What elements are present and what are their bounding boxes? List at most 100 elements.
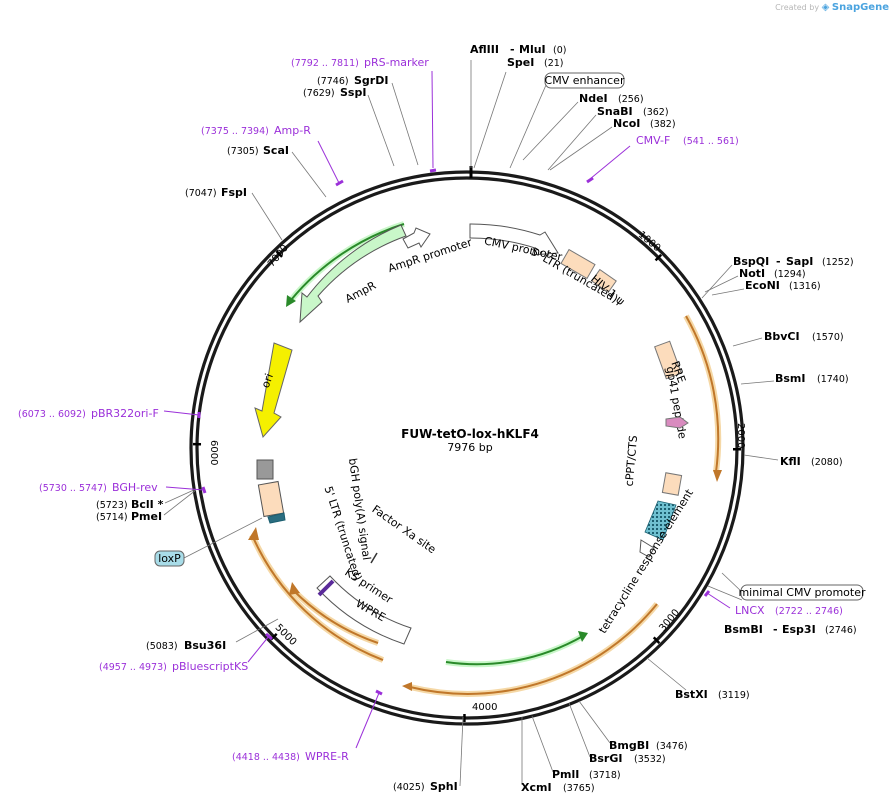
minimal-cmv-tag [740,584,864,601]
site-bsmBI: BsmBI [724,623,763,636]
site-bsrGI-pos: (3532) [634,754,666,765]
orange-arc-right-head [713,470,722,482]
site-xcmI-pos: (3765) [563,783,595,794]
primer-amp-r-range: (7375 .. 7394) [201,126,269,137]
tick-3000: 3000 [657,607,682,634]
primer-lncx: LNCX [735,604,765,617]
factor-xa-label: Factor Xa site [370,503,439,557]
site-kflI: KflI [780,455,801,468]
ampr-promoter-arrow [402,227,431,249]
orange-arc-bottom-head [402,682,412,691]
orange-arc-left-outer [251,534,384,661]
tick-4000: 4000 [472,702,497,713]
snapgene-credit: Created by ◈ SnapGene [775,2,889,13]
tick-mark-7 [275,250,283,258]
site-bmgBI-pos: (3476) [656,741,688,752]
ks-primer-marker [317,579,335,597]
wpre-box [316,575,412,645]
ori-arrow [254,342,293,439]
cppt-box [661,472,683,496]
tick-6000: 6000 [208,440,219,465]
orange-arc-bottom [409,603,658,695]
primer-bgh-rev-range: (5730 .. 5747) [39,483,107,494]
primer-lncx-range: (2722 .. 2746) [775,606,843,617]
ltr5-top-box [560,248,596,280]
primer-prs-marker-range: (7792 .. 7811) [291,58,359,69]
site-ndeI-pos: (256) [618,94,644,105]
site-pmeI-pos: (5714) [96,512,128,523]
site-bsmI-pos: (1740) [817,374,849,385]
tick-mark-3 [652,636,661,644]
site-snaBI: SnaBI [597,105,633,118]
primer-cmv-f: CMV-F [636,134,670,147]
site-pmlI: PmlI [552,768,579,781]
site-bsrGI: BsrGI [589,752,622,765]
site-leader-lines [163,60,779,787]
orange-arc-left-inner [293,590,379,644]
rre-box [654,340,682,380]
primer-prs-marker: pRS-marker [364,56,429,69]
primer-leader-lines [163,70,731,749]
site-aflIII-pos: (0) [553,45,566,56]
site-sapI: SapI [786,255,813,268]
loxp-label: loxP [158,552,181,565]
plasmid-name: FUW-tetO-lox-hKLF4 [401,427,539,441]
credit-brand: SnapGene [831,2,889,13]
tre-block [644,500,677,541]
site-ecoNI-pos: (1316) [789,281,821,292]
site-bstXI: BstXI [675,688,708,701]
site-speI-pos: (21) [544,58,564,69]
primer-pbluescriptks: pBluescriptKS [172,660,248,673]
site-sphI-pos: (4025) [393,782,425,793]
cmv-promoter-arrow [469,223,559,256]
ori-label: ori [259,372,276,390]
site-bstXI-pos: (3119) [718,690,750,701]
plasmid-length: 7976 bp [447,441,492,454]
site-bclI: BclI * [131,498,164,511]
backbone-outer-ring [189,170,745,726]
site-bspQI: BspQI [733,255,769,268]
site-sgrDI-pos: (7746) [317,76,349,87]
orange-arc-left-outer-head [248,527,259,540]
orange-arc-right [685,315,720,473]
green-arc-top-head [286,295,296,307]
minimal-cmv-arrow [639,539,655,558]
site-bsu36I: Bsu36I [184,639,226,652]
site-speI: SpeI [507,56,534,69]
primer-wpre-r-range: (4418 .. 4438) [232,752,300,763]
site-bclI-pos: (5723) [96,500,128,511]
bgh-box [256,459,274,480]
primer-amp-r: Amp-R [274,124,311,137]
primer-pbluescriptks-range: (4957 .. 4973) [99,662,167,673]
site-pmeI: PmeI [131,510,162,523]
site-ncoI: NcoI [613,117,640,130]
gp41-arrow [665,416,689,429]
site-xcmI: XcmI [521,781,552,794]
loxp-tag [154,550,185,567]
primer-cmv-f-range: (541 .. 561) [683,136,739,147]
site-sphI: SphI [430,780,458,793]
site-bsmI: BsmI [775,372,806,385]
site-scaI-pos: (7305) [227,146,259,157]
site-bbvCI: BbvCI [764,330,800,343]
site-notI-pos: (1294) [774,269,806,280]
site-bsmBI-pos: (2746) [825,625,857,636]
credit-prefix: Created by [775,3,820,12]
site-sspI-pos: (7629) [303,88,335,99]
site-pmlI-pos: (3718) [589,770,621,781]
primer-pbr322ori-f: pBR322ori-F [91,407,159,420]
site-bmgBI: BmgBI [609,739,649,752]
site-sgrDI: SgrDI [354,74,388,87]
orange-arc-left-inner-head [289,582,300,595]
green-arc-bottom-head [578,631,588,642]
snapgene-logo-icon: ◈ [821,2,830,13]
minimal-cmv-label: minimal CMV promoter [738,586,866,599]
backbone-inner-ring [195,176,739,720]
site-bspQI-pos: (1252) [822,257,854,268]
tick-2000: 2000 [735,423,746,448]
site-kflI-pos: (2080) [811,457,843,468]
ltr5-bottom-box [257,480,285,518]
hiv-psi-box [591,268,617,294]
site-sspI: SspI [340,86,366,99]
